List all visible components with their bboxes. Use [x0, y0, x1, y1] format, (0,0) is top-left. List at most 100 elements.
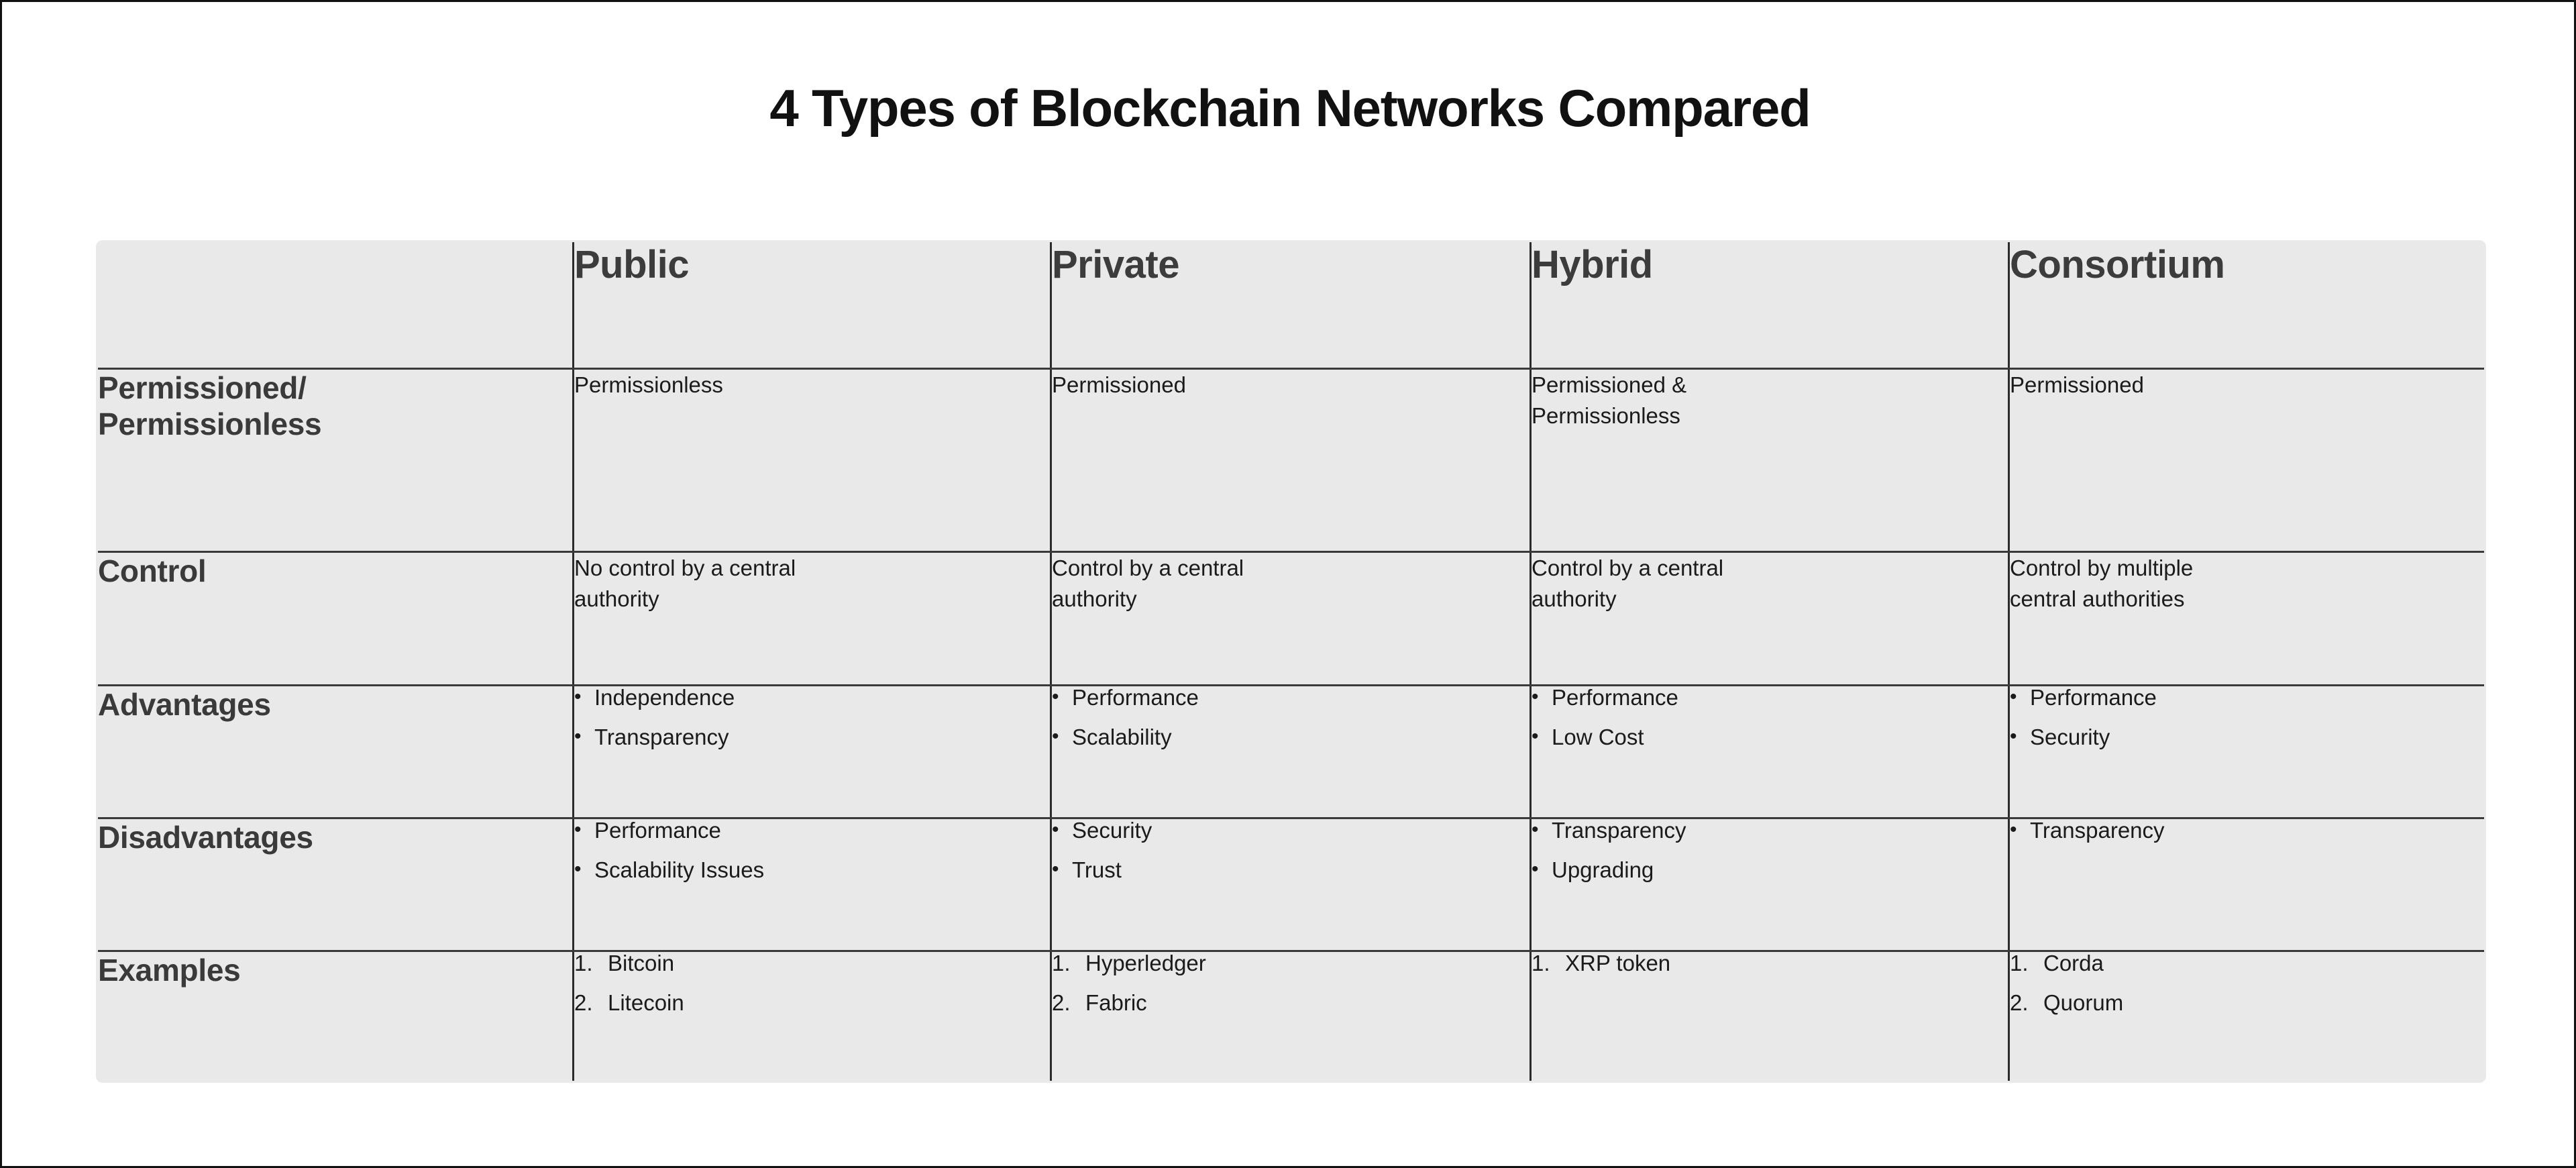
list-item-label: Performance [1552, 685, 1678, 710]
numbered-list: 1. Bitcoin 2. Litecoin [574, 952, 1050, 1014]
cell-text: Permissioned & Permissionless [1532, 372, 1687, 428]
list-number: 2. [1052, 990, 1071, 1015]
list-item: 1. Corda [2010, 952, 2484, 974]
cell-private: • Performance •Scalability [1051, 685, 1532, 819]
list-item-label: Transparency [1552, 818, 1686, 843]
list-item-label: Independence [594, 685, 735, 710]
bullet-list: •Security • Trust [1052, 819, 1529, 881]
list-item-label: Fabric [1085, 990, 1147, 1015]
bullet-list: • Transparency • Upgrading [1532, 819, 2008, 881]
row-label: Control [98, 551, 574, 686]
list-item: •Scalability Issues [574, 859, 1050, 881]
bullet-icon: • [574, 725, 582, 747]
list-item-label: Security [2030, 725, 2110, 749]
cell-public: • Independence • Transparency [573, 685, 1052, 819]
list-item: 1. Hyperledger [1052, 952, 1529, 974]
numbered-list: 1. Corda 2.Quorum [2010, 952, 2484, 1014]
list-item-label: Performance [1072, 685, 1199, 710]
row-label: Examples [98, 951, 574, 1081]
bullet-list: • Transparency [2010, 819, 2484, 841]
list-item-label: Transparency [594, 725, 729, 749]
list-item-label: Corda [2043, 951, 2104, 975]
bullet-icon: • [574, 818, 582, 841]
bullet-icon: • [1052, 725, 1059, 747]
list-item-label: Hyperledger [1085, 951, 1206, 975]
list-item: • Performance [1532, 686, 2008, 708]
list-item-label: Low Cost [1552, 725, 1644, 749]
cell-public: 1. Bitcoin 2. Litecoin [573, 951, 1052, 1081]
cell-private: Permissioned [1051, 368, 1532, 553]
cell-private: •Security • Trust [1051, 818, 1532, 952]
list-number: 1. [2010, 951, 2029, 975]
list-item-label: Bitcoin [608, 951, 675, 975]
bullet-list: •Performance•Security [2010, 686, 2484, 748]
list-item: • Transparency [1532, 819, 2008, 841]
list-item: •Security [1052, 819, 1529, 841]
list-number: 2. [574, 990, 593, 1015]
list-number: 1. [574, 951, 593, 975]
column-header-public: Public [573, 242, 1052, 370]
cell-text: Permissioned [1052, 372, 1186, 397]
list-item: • Upgrading [1532, 859, 2008, 881]
cell-consortium: 1. Corda 2.Quorum [2008, 951, 2484, 1081]
cell-hybrid: Control by a central authority [1530, 551, 2010, 686]
bullet-icon: • [1052, 686, 1059, 708]
bullet-list: • Performance •Scalability [1052, 686, 1529, 748]
list-item: • Transparency [574, 726, 1050, 748]
list-item: 1. Bitcoin [574, 952, 1050, 974]
table-corner-cell [98, 242, 574, 370]
cell-hybrid: Permissioned & Permissionless [1530, 368, 2010, 553]
list-item: • Transparency [2010, 819, 2484, 841]
cell-text: Control by multiple central authorities [2010, 555, 2194, 611]
cell-text: Permissioned [2010, 372, 2144, 397]
list-number: 1. [1532, 951, 1550, 975]
list-item-label: Transparency [2030, 818, 2165, 843]
bullet-icon: • [1532, 818, 1539, 841]
bullet-icon: • [1532, 858, 1539, 880]
numbered-list: 1. XRP token [1532, 952, 2008, 974]
list-item-label: Upgrading [1552, 857, 1654, 882]
bullet-icon: • [1532, 686, 1539, 708]
cell-private: Control by a central authority [1051, 551, 1532, 686]
cell-text: Control by a central authority [1052, 555, 1244, 611]
table-row: Disadvantages•Performance•Scalability Is… [98, 818, 2484, 952]
cell-public: • Performance •Scalability Issues [573, 818, 1052, 952]
page-title: 4 Types of Blockchain Networks Compared [769, 78, 1811, 138]
list-item: • Performance [574, 819, 1050, 841]
row-label: Disadvantages [98, 818, 574, 952]
list-item-label: Trust [1072, 857, 1122, 882]
list-item-label: Quorum [2043, 990, 2124, 1015]
bullet-list: • Performance •Scalability Issues [574, 819, 1050, 881]
table-row: Advantages•Independence•Transparency•Per… [98, 685, 2484, 819]
list-item-label: Security [1072, 818, 1152, 843]
list-item: 2.Quorum [2010, 992, 2484, 1014]
bullet-list: • Performance • Low Cost [1532, 686, 2008, 748]
cell-text: No control by a central authority [574, 555, 796, 611]
list-item-label: XRP token [1565, 951, 1671, 975]
column-header-private: Private [1051, 242, 1532, 370]
list-item-label: Scalability Issues [594, 857, 765, 882]
bullet-icon: • [2010, 818, 2017, 841]
cell-consortium: Permissioned [2008, 368, 2484, 553]
list-item: • Trust [1052, 859, 1529, 881]
list-item: • Performance [1052, 686, 1529, 708]
bullet-icon: • [1052, 858, 1059, 880]
list-item: •Scalability [1052, 726, 1529, 748]
list-item-label: Litecoin [608, 990, 684, 1015]
cell-text: Control by a central authority [1532, 555, 1724, 611]
list-number: 1. [1052, 951, 1071, 975]
list-item: 2. Litecoin [574, 992, 1050, 1014]
cell-consortium: • Transparency [2008, 818, 2484, 952]
list-item-label: Performance [594, 818, 721, 843]
bullet-list: • Independence • Transparency [574, 686, 1050, 748]
list-item: •Security [2010, 726, 2484, 748]
cell-private: 1. Hyperledger 2. Fabric [1051, 951, 1532, 1081]
bullet-icon: • [1532, 725, 1539, 747]
row-label: Advantages [98, 685, 574, 819]
